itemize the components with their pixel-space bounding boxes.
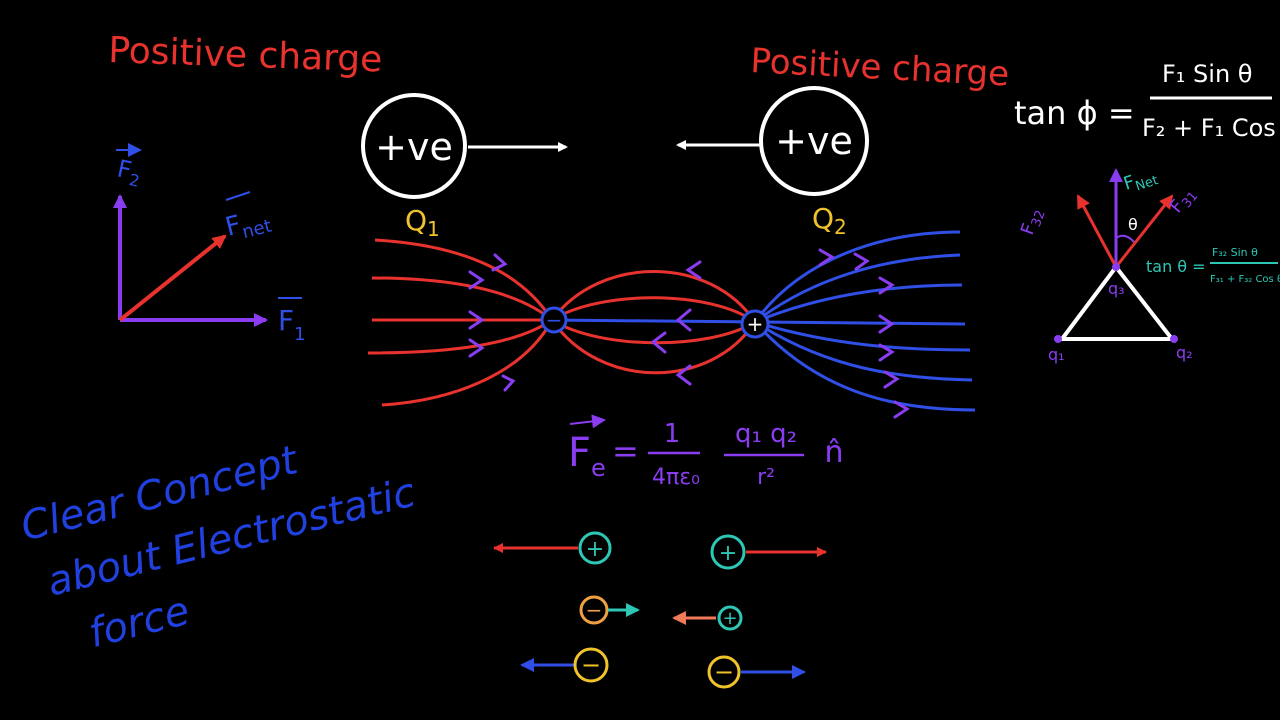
svg-text:F₃₁ + F₃₂ Cos θ: F₃₁ + F₃₂ Cos θ <box>1210 274 1280 285</box>
field-line-arrows <box>468 248 910 419</box>
fnet-label: Fnet <box>222 203 273 247</box>
top-charge-left: +ve <box>361 93 467 199</box>
field-lines <box>367 230 976 412</box>
svg-text:1: 1 <box>664 419 681 449</box>
dipole-negative-charge: − <box>540 306 568 334</box>
tri-fnet-label: FNet <box>1121 165 1160 198</box>
svg-text:F₂ + F₁ Cos θ: F₂ + F₁ Cos θ <box>1142 114 1280 142</box>
svg-text:Fe: Fe <box>568 430 606 482</box>
charge-label-right: +ve <box>775 119 853 163</box>
tri-f32-label: F32 <box>1017 205 1049 238</box>
svg-text:−: − <box>581 651 601 679</box>
coulomb-formula: Fe = 1 4πε₀ q₁ q₂ r² n̂ <box>568 414 844 490</box>
top-charge-right: +ve <box>759 86 869 196</box>
svg-text:n̂: n̂ <box>824 435 843 470</box>
heading-right: Positive charge <box>750 41 1011 94</box>
svg-text:F₃₂ Sin θ: F₃₂ Sin θ <box>1212 246 1258 259</box>
triangle-diagram: θ FNet F32 F31 q₃ q₁ q₂ tan θ = F₃₂ Sin … <box>1017 165 1280 364</box>
svg-text:q₁: q₁ <box>1048 345 1065 364</box>
vector-diagram: F2 Fnet F1 <box>113 143 306 345</box>
svg-text:−: − <box>714 658 734 686</box>
q1-label: Q1 <box>405 204 440 241</box>
f32-arrow <box>1076 194 1118 268</box>
f31-arrow <box>1114 194 1174 268</box>
dipole-positive-charge: + <box>740 309 770 339</box>
svg-text:4πε₀: 4πε₀ <box>652 465 700 490</box>
tan-theta-formula: tan θ = F₃₂ Sin θ F₃₁ + F₃₂ Cos θ <box>1146 246 1280 285</box>
svg-text:+: + <box>747 312 764 336</box>
tri-f31-label: F31 <box>1166 183 1202 219</box>
svg-text:force: force <box>84 588 194 657</box>
svg-text:q₃: q₃ <box>1108 279 1125 298</box>
svg-text:q₂: q₂ <box>1176 343 1193 362</box>
svg-text:+: + <box>722 608 737 629</box>
charge-label-left: +ve <box>375 125 453 169</box>
svg-text:q₁ q₂: q₁ q₂ <box>735 419 797 449</box>
q2-label: Q2 <box>812 202 847 239</box>
svg-text:−: − <box>586 598 603 622</box>
caption: Clear Concept about Electrostatic force <box>16 437 420 657</box>
svg-text:r²: r² <box>757 465 775 490</box>
fnet-vector <box>118 234 227 322</box>
heading-left: Positive charge <box>108 30 383 81</box>
svg-text:tan ϕ =: tan ϕ = <box>1014 94 1135 132</box>
small-charges: + + − + − − <box>493 531 827 689</box>
svg-text:+: + <box>719 541 737 566</box>
tan-phi-formula: tan ϕ = F₁ Sin θ F₂ + F₁ Cos θ <box>1014 60 1280 142</box>
f2-label: F2 <box>114 154 144 190</box>
svg-text:θ: θ <box>1128 215 1138 234</box>
svg-text:tan θ =: tan θ = <box>1146 257 1206 276</box>
svg-text:=: = <box>612 432 639 470</box>
svg-text:−: − <box>546 308 563 332</box>
svg-text:F₁ Sin θ: F₁ Sin θ <box>1162 60 1252 88</box>
svg-text:+: + <box>586 537 604 562</box>
f1-label: F1 <box>278 304 306 345</box>
